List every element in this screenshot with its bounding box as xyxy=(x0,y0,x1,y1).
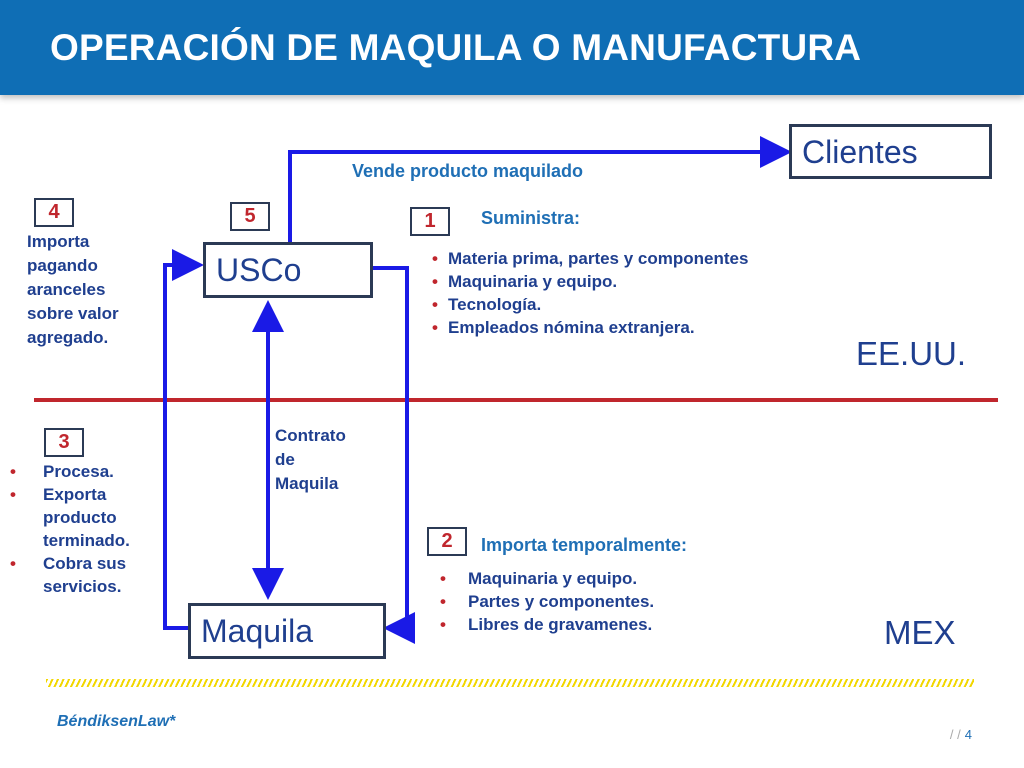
clientes-label: Clientes xyxy=(802,133,918,170)
maquila-box: Maquila xyxy=(188,603,386,659)
maquila-label: Maquila xyxy=(201,613,314,649)
step-2-item: Libres de gravamenes. xyxy=(440,613,760,636)
step-3-badge: 3 xyxy=(44,428,84,457)
contrato-line: Maquila xyxy=(275,474,339,493)
step-2-item: Partes y componentes. xyxy=(440,590,760,613)
usco-box: USCo xyxy=(203,242,373,298)
step-4-line: aranceles xyxy=(27,280,106,299)
usco-label: USCo xyxy=(216,252,302,288)
step-5-badge: 5 xyxy=(230,202,270,231)
step-1-item: Maquinaria y equipo. xyxy=(432,270,852,293)
contrato-line: Contrato xyxy=(275,426,346,445)
arrow-usco-to-maquila xyxy=(371,266,415,644)
slide-title: OPERACIÓN DE MAQUILA O MANUFACTURA xyxy=(50,27,862,68)
step-4-line: Importa xyxy=(27,232,90,251)
region-mex: MEX xyxy=(884,614,956,651)
arrow-usco-to-clientes xyxy=(288,136,792,243)
page-number: / /4 xyxy=(950,727,972,742)
step-1-list: Materia prima, partes y componentes Maqu… xyxy=(432,247,852,339)
step-1-heading: Suministra: xyxy=(481,208,581,228)
step-2-badge: 2 xyxy=(427,527,467,556)
clientes-box: Clientes xyxy=(789,124,992,179)
step-3-item: Cobra sus servicios. xyxy=(10,552,160,598)
step-2-item: Maquinaria y equipo. xyxy=(440,567,760,590)
contrato-line: de xyxy=(275,450,295,469)
step-4-line: agregado. xyxy=(27,328,109,347)
page-number-value: 4 xyxy=(964,727,972,742)
contrato-label: Contrato de Maquila xyxy=(275,424,375,496)
arrow-maquila-to-usco xyxy=(163,249,204,630)
page-separator: / / xyxy=(949,727,961,742)
step-4-badge: 4 xyxy=(34,198,74,227)
step-3-list: Procesa. Exporta producto terminado. Cob… xyxy=(10,460,160,598)
title-bar: OPERACIÓN DE MAQUILA O MANUFACTURA xyxy=(0,0,1024,95)
step-1-item: Materia prima, partes y componentes xyxy=(432,247,852,270)
step-1-item: Empleados nómina extranjera. xyxy=(432,316,852,339)
step-4-line: pagando xyxy=(27,256,98,275)
footer-hatch-strip xyxy=(46,679,974,687)
step-3-item: Procesa. xyxy=(10,460,160,483)
region-us: EE.UU. xyxy=(856,335,967,372)
step-2-heading: Importa temporalmente: xyxy=(481,535,688,555)
vende-label: Vende producto maquilado xyxy=(352,161,584,181)
step-3-item: Exporta producto terminado. xyxy=(10,483,160,552)
step-1-badge: 1 xyxy=(410,207,450,236)
step-2-list: Maquinaria y equipo. Partes y componente… xyxy=(440,567,760,636)
brand-logo: BéndiksenLaw* xyxy=(57,713,176,730)
step-4-line: sobre valor xyxy=(27,304,119,323)
step-4-text: Importa pagando aranceles sobre valor ag… xyxy=(27,230,157,350)
step-1-item: Tecnología. xyxy=(432,293,852,316)
